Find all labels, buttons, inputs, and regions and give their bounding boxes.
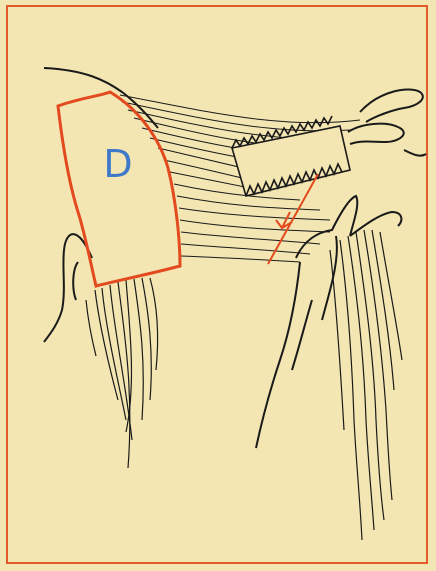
comb-icon [232,116,350,196]
neck-hair-strands-icon [86,278,158,468]
section-outline-icon [58,92,180,286]
lifted-hair-section-icon [120,95,360,262]
scissors-icon [348,89,426,155]
hand-icon [256,196,401,448]
section-letter: D [100,142,136,186]
ear-icon [44,234,92,342]
falling-hair-strands-icon [330,230,402,540]
